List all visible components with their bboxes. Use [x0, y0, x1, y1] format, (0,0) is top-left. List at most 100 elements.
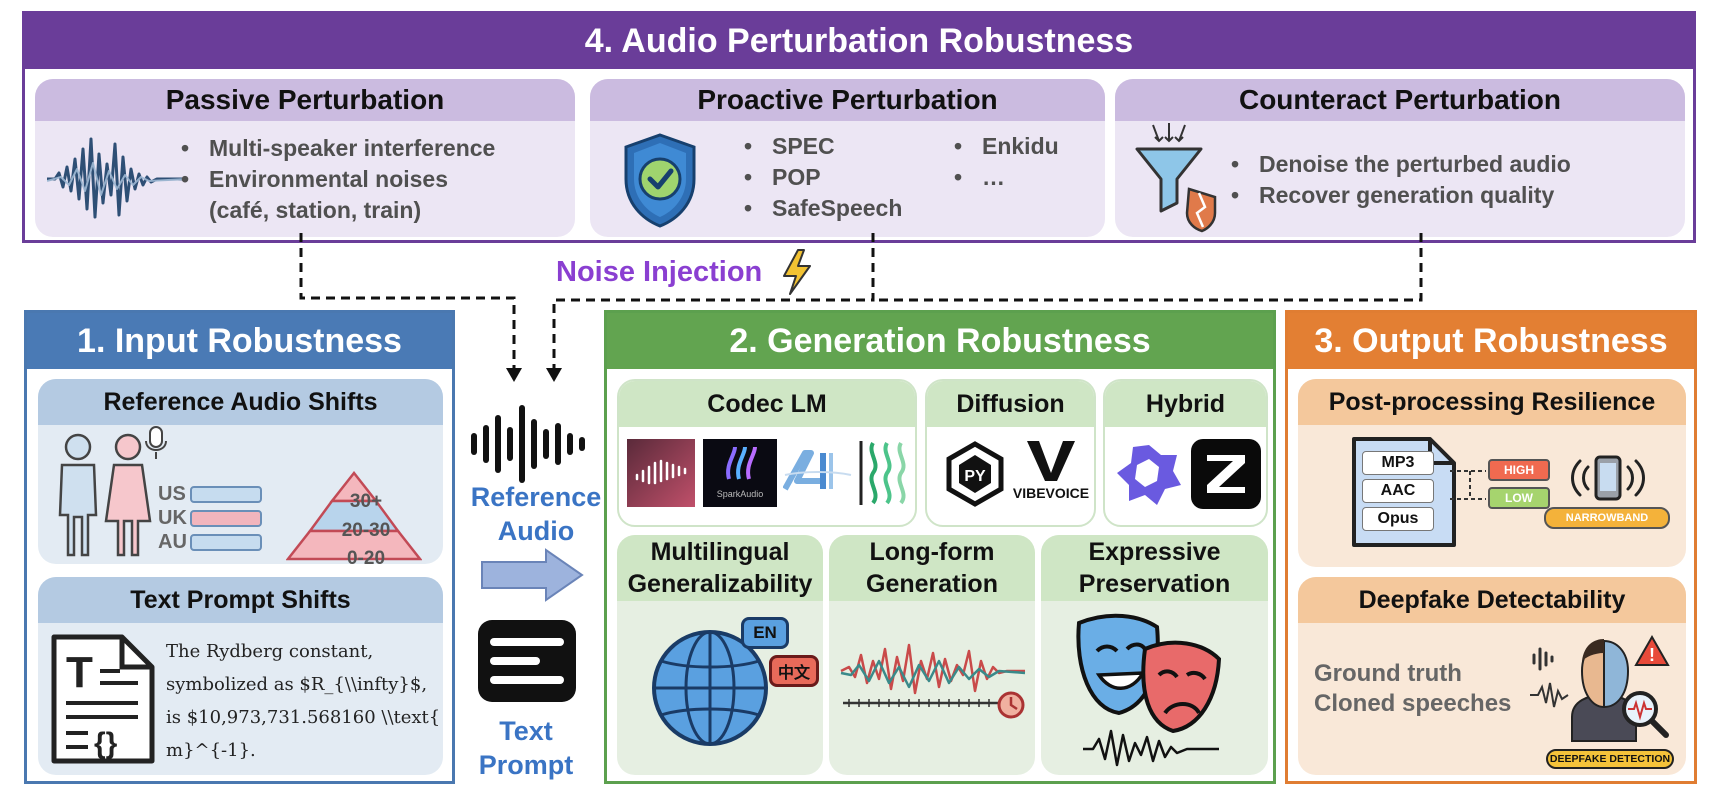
theater-masks-icon [1076, 613, 1222, 767]
reference-shift-illustration [58, 426, 167, 557]
list-item: SafeSpeech [738, 193, 902, 224]
codec-logo-3 [783, 450, 852, 491]
codec-logo-1 [627, 439, 695, 507]
longform-title-line: Long-form [869, 538, 995, 566]
filter-funnel-icon [1135, 123, 1217, 233]
expressive-title-line: Preservation [1078, 570, 1231, 598]
document-icon: T {} [51, 634, 155, 764]
longform-card: Long-form Generation [829, 535, 1035, 775]
proactive-perturbation-list-1: SPEC POP SafeSpeech [738, 131, 902, 224]
narrowband-badge: NARROWBAND [1544, 507, 1670, 529]
age-group-label: 20-30 [341, 520, 391, 541]
audio-perturbation-title: 4. Audio Perturbation Robustness [25, 14, 1693, 69]
longform-title-line: Generation [866, 570, 998, 598]
reference-audio-label: Reference Audio [466, 480, 606, 548]
long-waveform-icon [840, 643, 1026, 719]
counteract-connector [873, 233, 1423, 302]
deepfake-text: Ground truth Cloned speeches [1314, 659, 1511, 719]
vibevoice-logo-text: VIBEVOICE [1012, 485, 1090, 501]
reference-audio-shifts-card: Reference Audio Shifts US [38, 379, 443, 564]
text-prompt-label-line: Prompt [478, 750, 574, 780]
accent-bars: US UK AU [158, 483, 268, 555]
sparkaudio-logo-mark [726, 446, 757, 480]
proactive-connector [552, 233, 875, 370]
list-item: Multi-speaker interference [175, 133, 495, 164]
age-group-label: 30+ [349, 491, 383, 512]
text-prompt-line: symbolized as $R_{\\infty}$, [166, 674, 428, 695]
text-prompt-line: m}^{-1}. [166, 740, 256, 761]
generation-robustness-section: 2. Generation Robustness Codec LM SparkA… [604, 310, 1276, 784]
text-prompt-sample: The Rydberg constant, symbolized as $R_{… [166, 635, 440, 767]
text-prompt-shifts-title: Text Prompt Shifts [38, 577, 443, 623]
deepfake-detection-badge: DEEPFAKE DETECTION [1546, 749, 1674, 769]
multilingual-title: Multilingual Generalizability [617, 535, 823, 601]
output-robustness-title: 3. Output Robustness [1288, 313, 1694, 369]
text-prompt-label: Text Prompt [456, 714, 596, 782]
proactive-perturbation-list-2: Enkidu … [948, 131, 1059, 193]
longform-title: Long-form Generation [829, 535, 1035, 601]
format-item: Opus [1362, 507, 1434, 531]
proactive-perturbation-title: Proactive Perturbation [590, 79, 1105, 121]
accent-label: UK [158, 507, 187, 529]
phone-signal-icon [1571, 455, 1645, 501]
microphone-icon [145, 426, 167, 459]
postprocessing-card: Post-processing Resilience MP3 AAC Opus … [1298, 379, 1686, 567]
input-robustness-section: 1. Input Robustness Reference Audio Shif… [24, 310, 455, 784]
sparkaudio-logo: SparkAudio [703, 439, 777, 507]
quality-high-badge: HIGH [1488, 459, 1550, 481]
quality-low-badge: LOW [1488, 487, 1550, 509]
diffusion-logo-hex: PY [946, 441, 1004, 507]
deepfake-text-line: Cloned speeches [1314, 690, 1512, 717]
reference-audio-label-line: Reference [470, 482, 602, 512]
list-item: … [948, 162, 1059, 193]
multilingual-card: Multilingual Generalizability EN 中文 [617, 535, 823, 775]
hybrid-card: Hybrid [1103, 379, 1268, 527]
age-group-label: 0-20 [346, 548, 386, 564]
vibevoice-logo-mark [1027, 441, 1075, 481]
list-item: SPEC [738, 131, 902, 162]
accent-bar [190, 486, 262, 503]
connector-dashes [1450, 470, 1486, 500]
audio-format-list: MP3 AAC Opus [1362, 451, 1434, 531]
multilingual-title-line: Generalizability [627, 570, 813, 598]
accent-row-au: AU [158, 531, 268, 555]
counteract-perturbation-list: Denoise the perturbed audio Recover gene… [1225, 149, 1571, 211]
expressive-card: Expressive Preservation [1041, 535, 1268, 775]
hybrid-logo-star [1117, 445, 1181, 505]
speech-bubble-en: EN [741, 617, 789, 649]
codec-logo-4 [859, 441, 906, 505]
right-arrow-icon [481, 548, 584, 602]
list-item: Recover generation quality [1225, 180, 1571, 211]
age-pyramid [286, 471, 422, 561]
format-item: AAC [1362, 479, 1434, 503]
person-female-icon [104, 433, 152, 557]
deepfake-title: Deepfake Detectability [1298, 577, 1686, 623]
z-letter-icon [1207, 455, 1245, 493]
svg-text:{}: {} [94, 727, 118, 760]
globe-icon [652, 630, 768, 746]
list-item: POP [738, 162, 902, 193]
text-prompt-label-line: Text [499, 716, 553, 746]
vibevoice-logo: VIBEVOICE [1009, 439, 1093, 509]
multilingual-title-line: Multilingual [650, 538, 790, 566]
shield-check-icon [624, 133, 696, 228]
hybrid-logo-z [1191, 439, 1261, 509]
proactive-perturbation-card: Proactive Perturbation SPEC POP SafeSpee… [590, 79, 1105, 237]
hybrid-title: Hybrid [1105, 381, 1266, 427]
reference-audio-shifts-title: Reference Audio Shifts [38, 379, 443, 425]
audio-perturbation-section: 4. Audio Perturbation Robustness Passive… [22, 11, 1696, 243]
audio-waveform-icon [471, 405, 585, 483]
expressive-title: Expressive Preservation [1041, 535, 1268, 601]
accent-bar [190, 510, 262, 527]
accent-label: US [158, 483, 186, 505]
connector-lines [299, 233, 1423, 382]
codec-lm-card: Codec LM SparkAudio [617, 379, 917, 527]
text-prompt-shifts-card: Text Prompt Shifts T {} The Rydberg cons… [38, 577, 443, 775]
text-prompt-line: The Rydberg constant, [166, 641, 374, 662]
reference-audio-label-line: Audio [497, 516, 575, 546]
waveform-icon [47, 137, 187, 219]
deepfake-detection-icon: ! [1530, 634, 1670, 742]
list-item: Denoise the perturbed audio [1225, 149, 1571, 180]
text-prompt-line: is $10,973,731.568160 \\text{ [166, 707, 441, 728]
person-male-icon [58, 433, 98, 557]
